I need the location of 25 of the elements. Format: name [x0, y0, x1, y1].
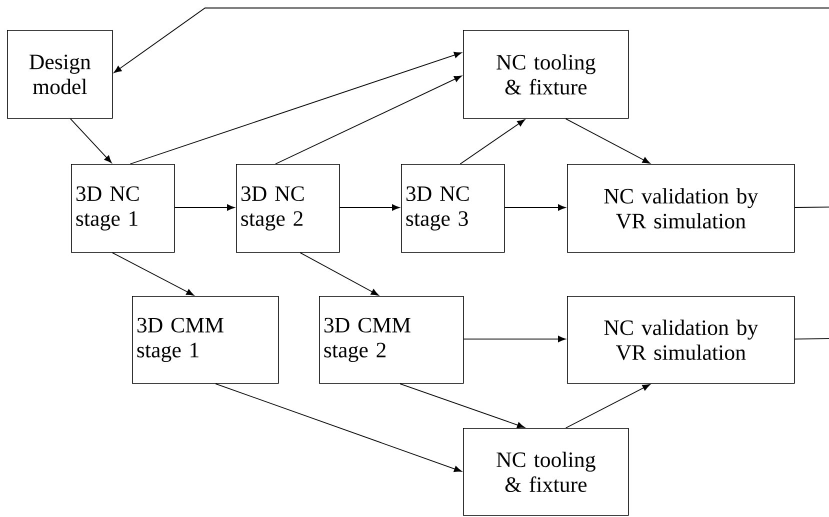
process-box: 3D CMM stage 2: [319, 296, 464, 384]
arrow: [174, 204, 235, 211]
process-box: NC tooling & fixture: [463, 428, 629, 516]
arrow: [275, 76, 462, 164]
arrow: [114, 8, 829, 73]
process-box: 3D CMM stage 1: [132, 296, 279, 384]
arrow: [300, 252, 379, 296]
arrow: [400, 383, 525, 428]
process-box: NC validation by VR simulation: [567, 164, 795, 253]
process-box: 3D NC stage 2: [236, 164, 340, 253]
process-box: NC validation by VR simulation: [567, 296, 795, 384]
arrow: [463, 336, 566, 342]
arrow: [504, 204, 566, 211]
process-box: Design model: [7, 30, 113, 119]
arrow: [565, 384, 650, 428]
process-box: 3D NC stage 3: [401, 164, 505, 253]
arrow: [215, 383, 462, 472]
arrow: [130, 52, 462, 164]
process-box: 3D NC stage 1: [71, 164, 175, 253]
arrow: [460, 119, 525, 164]
process-box: NC tooling & fixture: [463, 30, 629, 119]
arrow: [112, 252, 194, 296]
arrow: [565, 118, 650, 164]
arrow: [70, 118, 112, 164]
arrow: [339, 204, 400, 211]
